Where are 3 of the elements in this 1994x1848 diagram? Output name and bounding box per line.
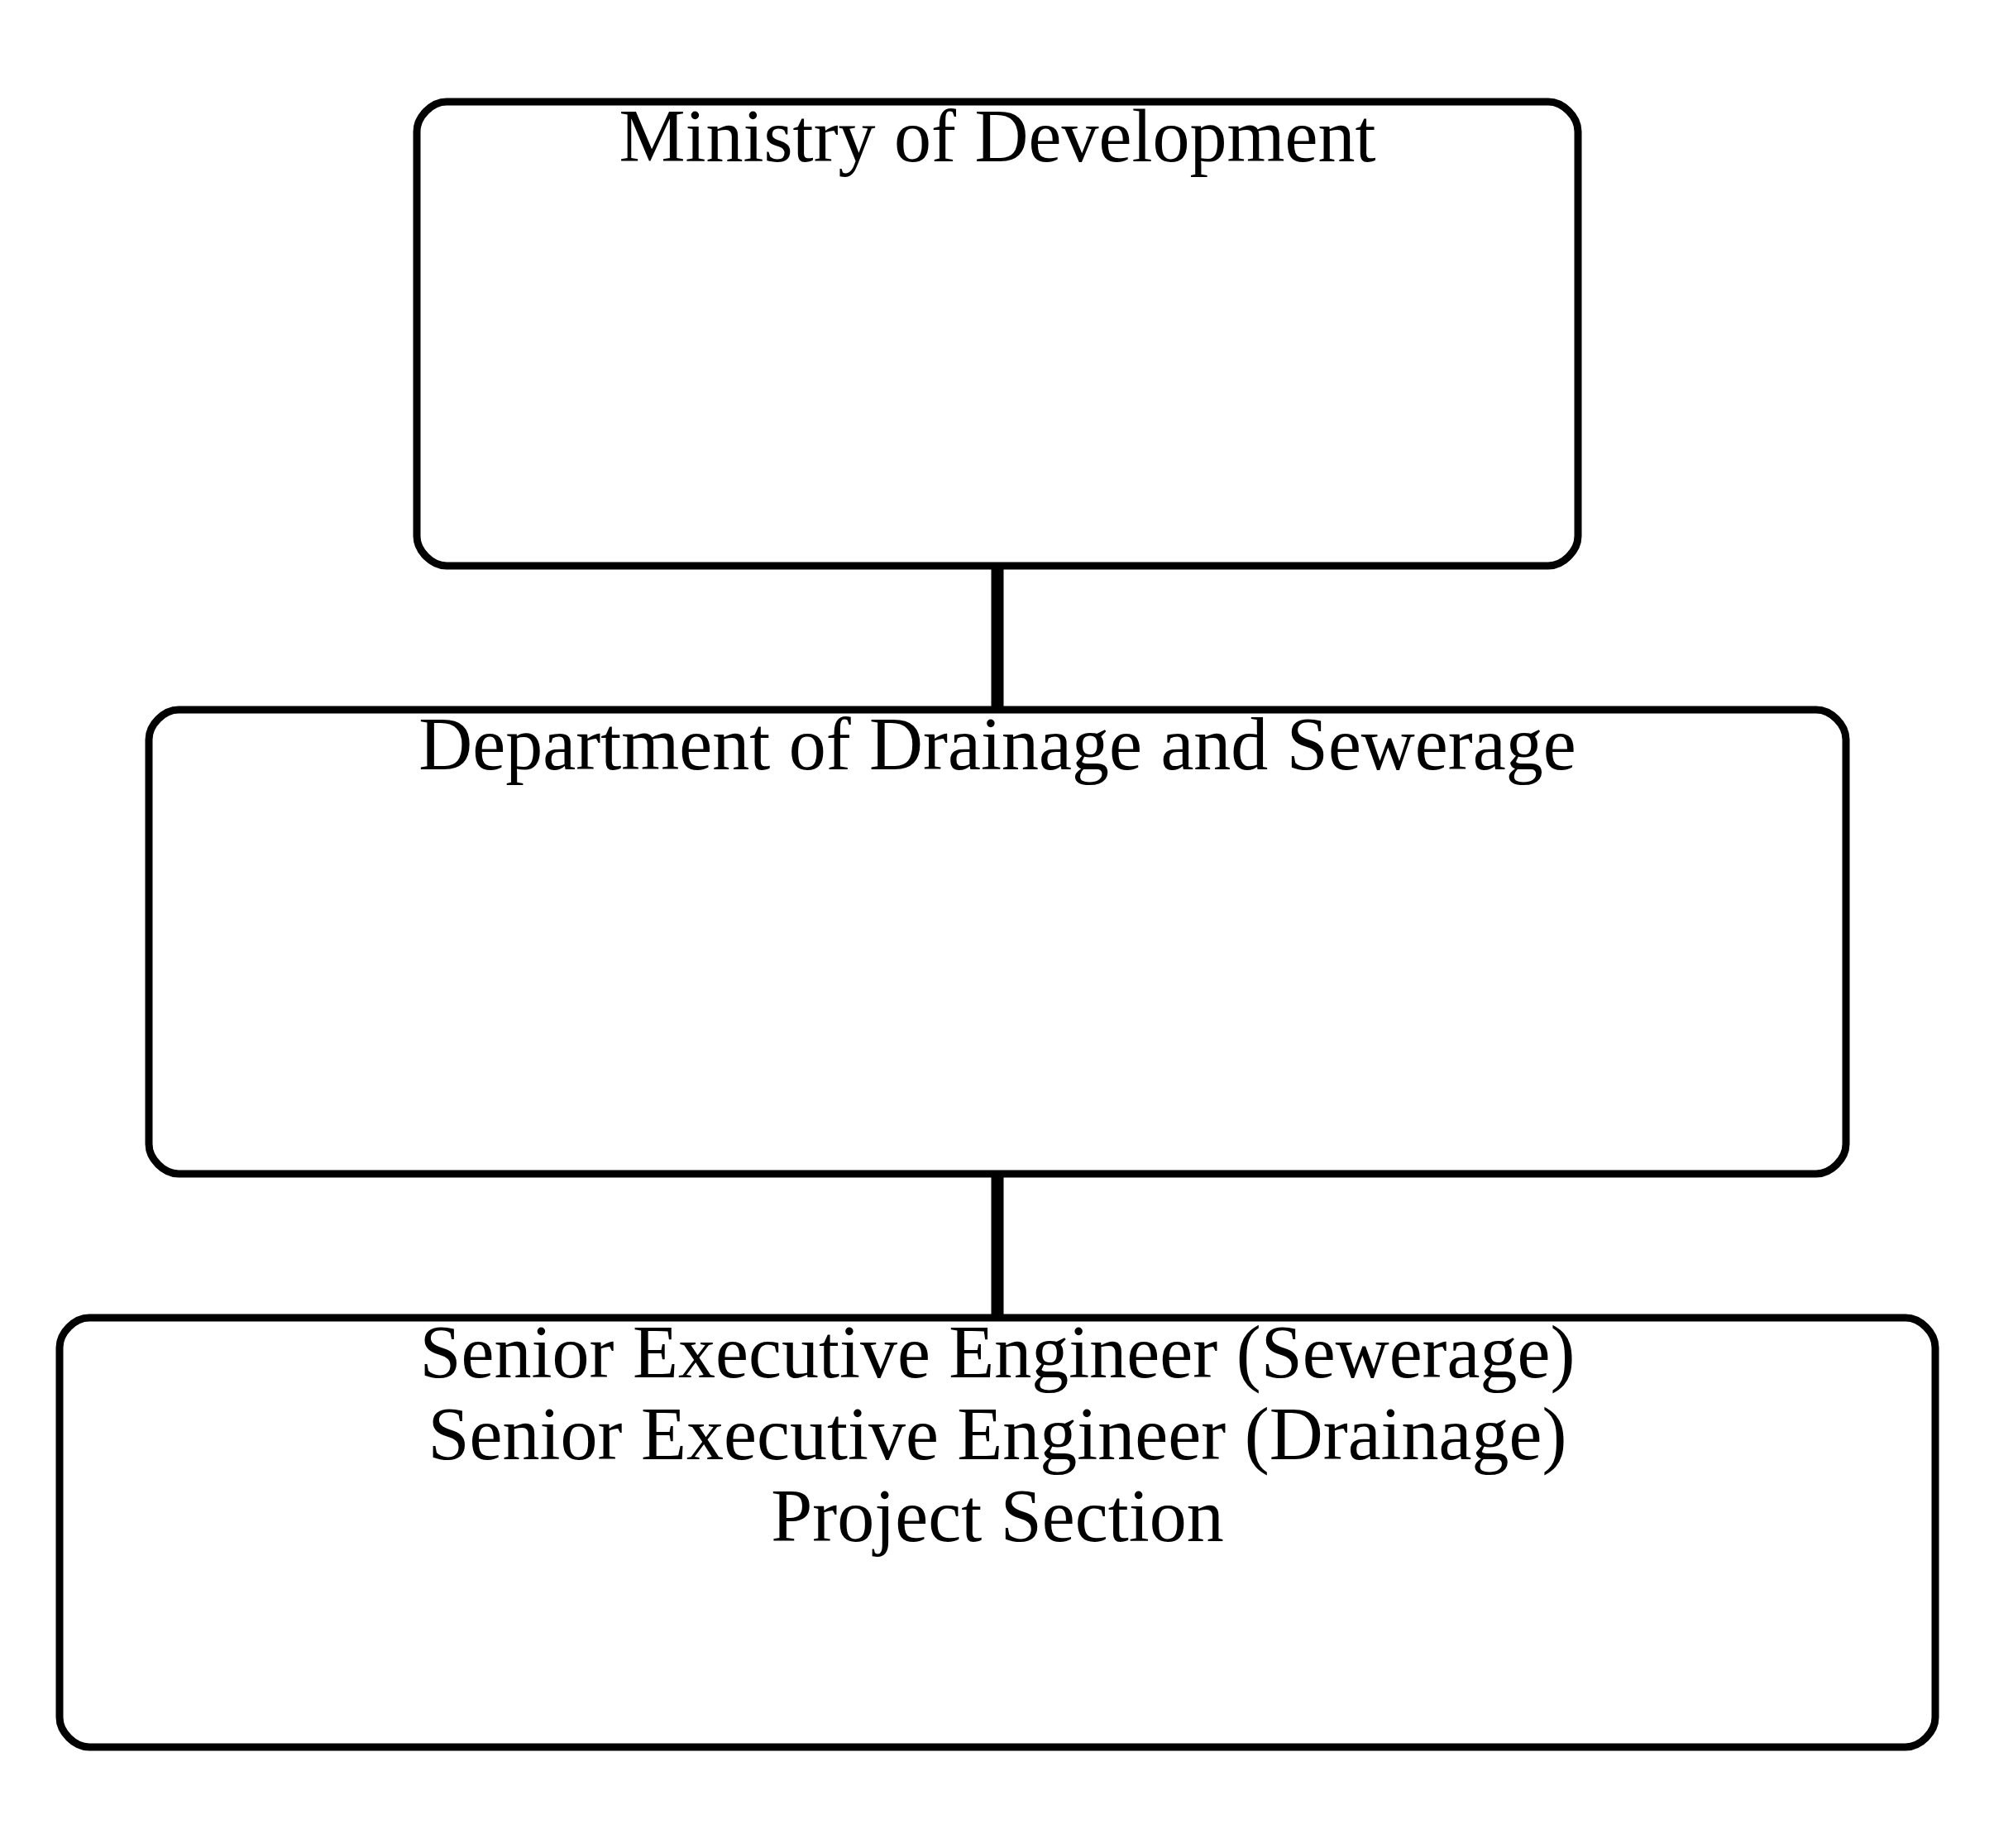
node-box: Ministry of Development <box>413 98 1581 569</box>
node-box: Department of Drainage and Sewerage <box>145 706 1849 1177</box>
node-box: Senior Executive Engineer (Sewerage) Senior Executive Engineer (Drainage) Project Section <box>55 1314 1939 1750</box>
